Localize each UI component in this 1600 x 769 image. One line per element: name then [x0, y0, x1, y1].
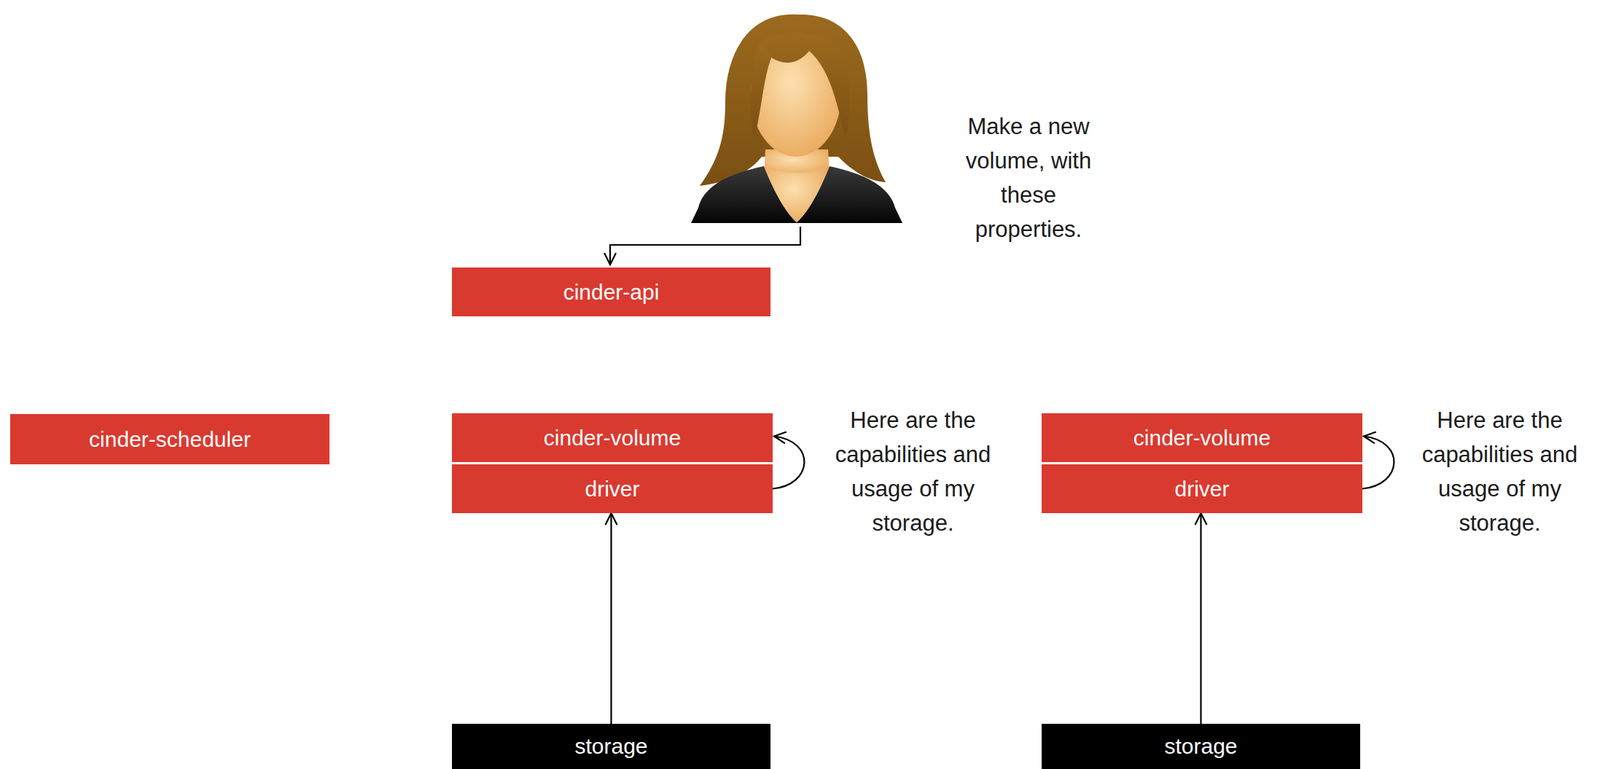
request-line	[610, 226, 801, 265]
storage-box: storage	[1041, 723, 1361, 769]
connector-arrow	[1362, 436, 1394, 490]
note-text: Here are the capabilities and usage of m…	[1421, 403, 1579, 541]
note-text: Make a new volume, with these properties…	[944, 109, 1113, 247]
box-label: cinder-scheduler	[88, 427, 251, 452]
connector-arrow	[1199, 513, 1202, 724]
service-box: cinder-volume	[1041, 413, 1363, 463]
storage-box: storage	[451, 723, 771, 769]
service-box: cinder-api	[451, 267, 771, 317]
service-box: cinder-scheduler	[10, 414, 330, 465]
person-icon	[691, 14, 903, 224]
service-box: cinder-volume	[451, 413, 773, 463]
note-text: Here are the capabilities and usage of m…	[834, 403, 992, 541]
box-label: cinder-volume	[1133, 425, 1271, 451]
box-label: storage	[574, 734, 648, 759]
box-label: cinder-volume	[543, 425, 681, 451]
box-label: driver	[1174, 476, 1229, 502]
box-label: cinder-api	[563, 279, 660, 305]
connector-arrow	[772, 436, 805, 490]
connector-arrow	[610, 513, 612, 724]
driver-box: driver	[1041, 464, 1363, 514]
box-label: driver	[584, 476, 640, 502]
box-label: storage	[1164, 734, 1237, 759]
driver-box: driver	[451, 464, 773, 514]
